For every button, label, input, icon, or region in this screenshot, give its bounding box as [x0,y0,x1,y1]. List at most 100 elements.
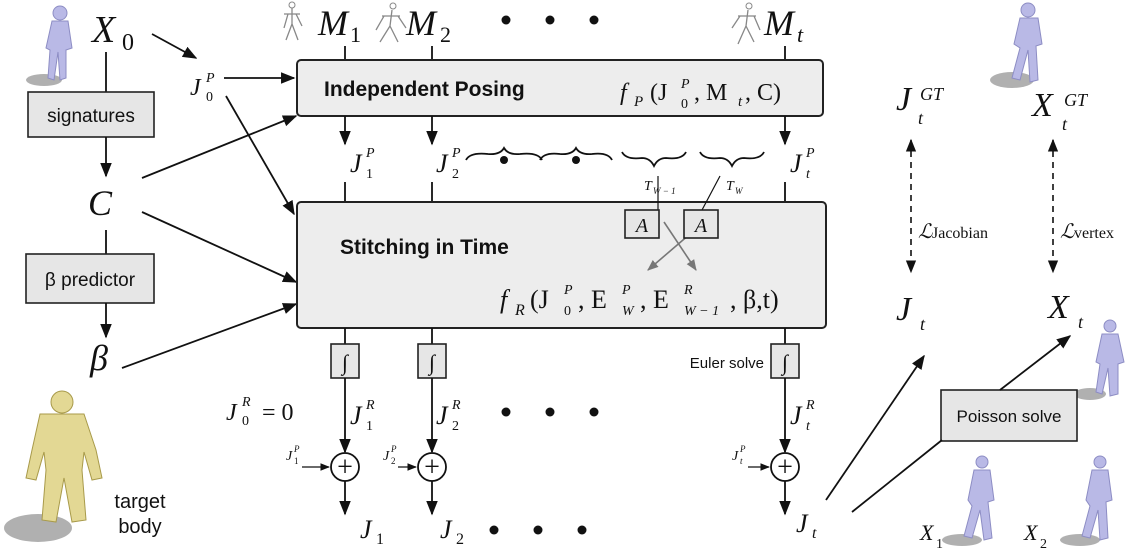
svg-text:W − 1: W − 1 [653,186,676,196]
svg-text:2: 2 [452,419,459,434]
svg-text:f: f [500,285,511,314]
svg-text:, β,t): , β,t) [730,285,779,314]
svg-text:R: R [365,398,375,413]
svg-text:+: + [424,452,440,483]
svg-text:1: 1 [366,419,373,434]
beta-predictor-box [25,253,155,304]
svg-text:W − 1: W − 1 [684,304,719,319]
svg-text:t: t [738,94,743,110]
j1p-symbol: J [350,149,363,178]
svg-text:∫: ∫ [780,350,790,376]
jtp-small: J [732,449,739,464]
signatures-label: signatures [47,106,135,127]
jt-gt-symbol: J [896,81,913,118]
svg-text:+: + [777,452,793,483]
window-labels: T W − 1 T W [644,179,744,196]
c-symbol: C [88,183,113,223]
svg-text:0: 0 [242,414,249,429]
svg-text:, C): , C) [745,80,781,106]
svg-text:2: 2 [391,456,396,466]
svg-text:t: t [918,108,924,128]
xt-gt-symbol: X [1030,87,1054,124]
j0r-symbol: J [226,400,238,426]
svg-text:t: t [806,167,811,182]
svg-text:P: P [805,146,815,161]
mt-sub: t [797,22,804,47]
j2p-symbol: J [436,149,449,178]
svg-text:R: R [805,398,815,413]
svg-text:t: t [1078,312,1084,332]
integral-icon: ∫ [770,343,800,379]
svg-text:P: P [563,283,573,298]
skeleton-icon [731,2,761,45]
svg-text:, E: , E [578,285,607,314]
j2-symbol: J [440,515,453,544]
integral-icon: ∫ [330,343,360,379]
svg-text:f: f [620,80,630,106]
jt-symbol: J [796,509,809,538]
euler-solve-label: Euler solve [690,355,764,372]
svg-text:P: P [633,94,643,110]
svg-text:t: t [806,419,811,434]
svg-text:, M: , M [694,80,727,106]
plus-circle-icon: + [417,452,447,483]
j0p-sub: 0 [206,90,213,105]
j2r-symbol: J [436,401,449,430]
j1-symbol: J [360,515,373,544]
plus-circle-icon: + [330,452,360,483]
independent-posing-box [296,59,824,117]
stitching-label: Stitching in Time [340,236,509,259]
target-body-icon [4,390,103,542]
svg-text:P: P [365,146,375,161]
svg-text:t: t [1062,114,1068,134]
target-label: target [114,491,166,513]
independent-posing-label: Independent Posing [324,78,525,101]
a-left-label: A [634,215,649,237]
jt-pred-symbol: J [896,291,913,328]
xt-pred-symbol: X [1046,289,1070,326]
source-human-icon [26,5,73,86]
beta-symbol: β [89,338,108,378]
svg-text:vertex: vertex [1074,225,1114,242]
integral-icon: ∫ [417,343,447,379]
jtr-symbol: J [790,401,803,430]
svg-text:2: 2 [452,167,459,182]
loss-vertex: ℒ [1060,221,1075,243]
loss-jacobian: ℒ [918,221,933,243]
beta-predictor-label: β predictor [45,270,136,291]
svg-text:1: 1 [294,456,299,466]
j2p-small: J [383,449,390,464]
svg-text:R: R [683,283,693,298]
skeleton-icon [375,2,407,43]
svg-text:1: 1 [376,531,384,548]
svg-text:T: T [644,179,653,194]
j1p-small: J [286,449,293,464]
svg-text:∫: ∫ [427,350,437,376]
human-figure-icon [1074,319,1125,400]
svg-text:W: W [622,304,635,319]
svg-text:t: t [920,314,926,334]
svg-text:GT: GT [920,84,945,104]
svg-text:+: + [337,452,353,483]
m2-symbol: M [405,3,438,43]
poisson-solve-box [940,389,1078,442]
svg-text:0: 0 [681,97,688,112]
plus-circle-icon: + [770,452,800,483]
svg-text:P: P [293,444,300,454]
j0p-sup: P [205,71,215,86]
poisson-solve-label: Poisson solve [957,407,1062,426]
mt-symbol: M [763,3,796,43]
svg-text:W: W [735,186,744,196]
fr-formula: f R (J P 0 , E P W , E R W − 1 , β,t) [500,283,779,319]
svg-text:1: 1 [936,537,943,552]
svg-text:P: P [390,444,397,454]
svg-text:P: P [680,77,690,92]
jtp-symbol: J [790,149,803,178]
a-right-label: A [693,215,708,237]
svg-text:P: P [451,146,461,161]
svg-text:(J: (J [530,285,549,314]
svg-text:1: 1 [366,167,373,182]
m2-sub: 2 [440,22,451,47]
x0-subscript: 0 [122,30,134,56]
a-box-right [683,209,719,239]
